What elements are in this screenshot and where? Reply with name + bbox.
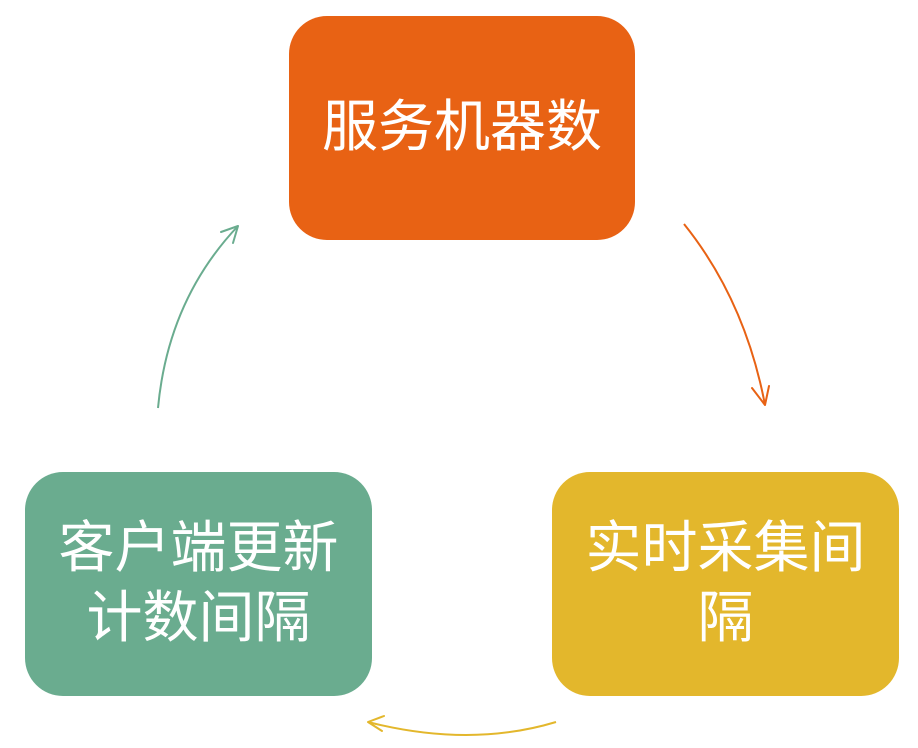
arrow-left-to-top [157,225,239,409]
arrow-right-to-left [367,715,557,736]
node-realtime-collection-interval-label: 实时采集间隔 [585,516,866,651]
node-realtime-collection-interval: 实时采集间隔 [552,472,899,696]
node-client-update-count-interval-label: 客户端更新计数间隔 [58,516,339,651]
node-client-update-count-interval: 客户端更新计数间隔 [25,472,372,696]
node-service-machine-count: 服务机器数 [289,16,635,240]
arrow-top-to-right [683,223,770,406]
node-service-machine-count-label: 服务机器数 [322,95,602,160]
